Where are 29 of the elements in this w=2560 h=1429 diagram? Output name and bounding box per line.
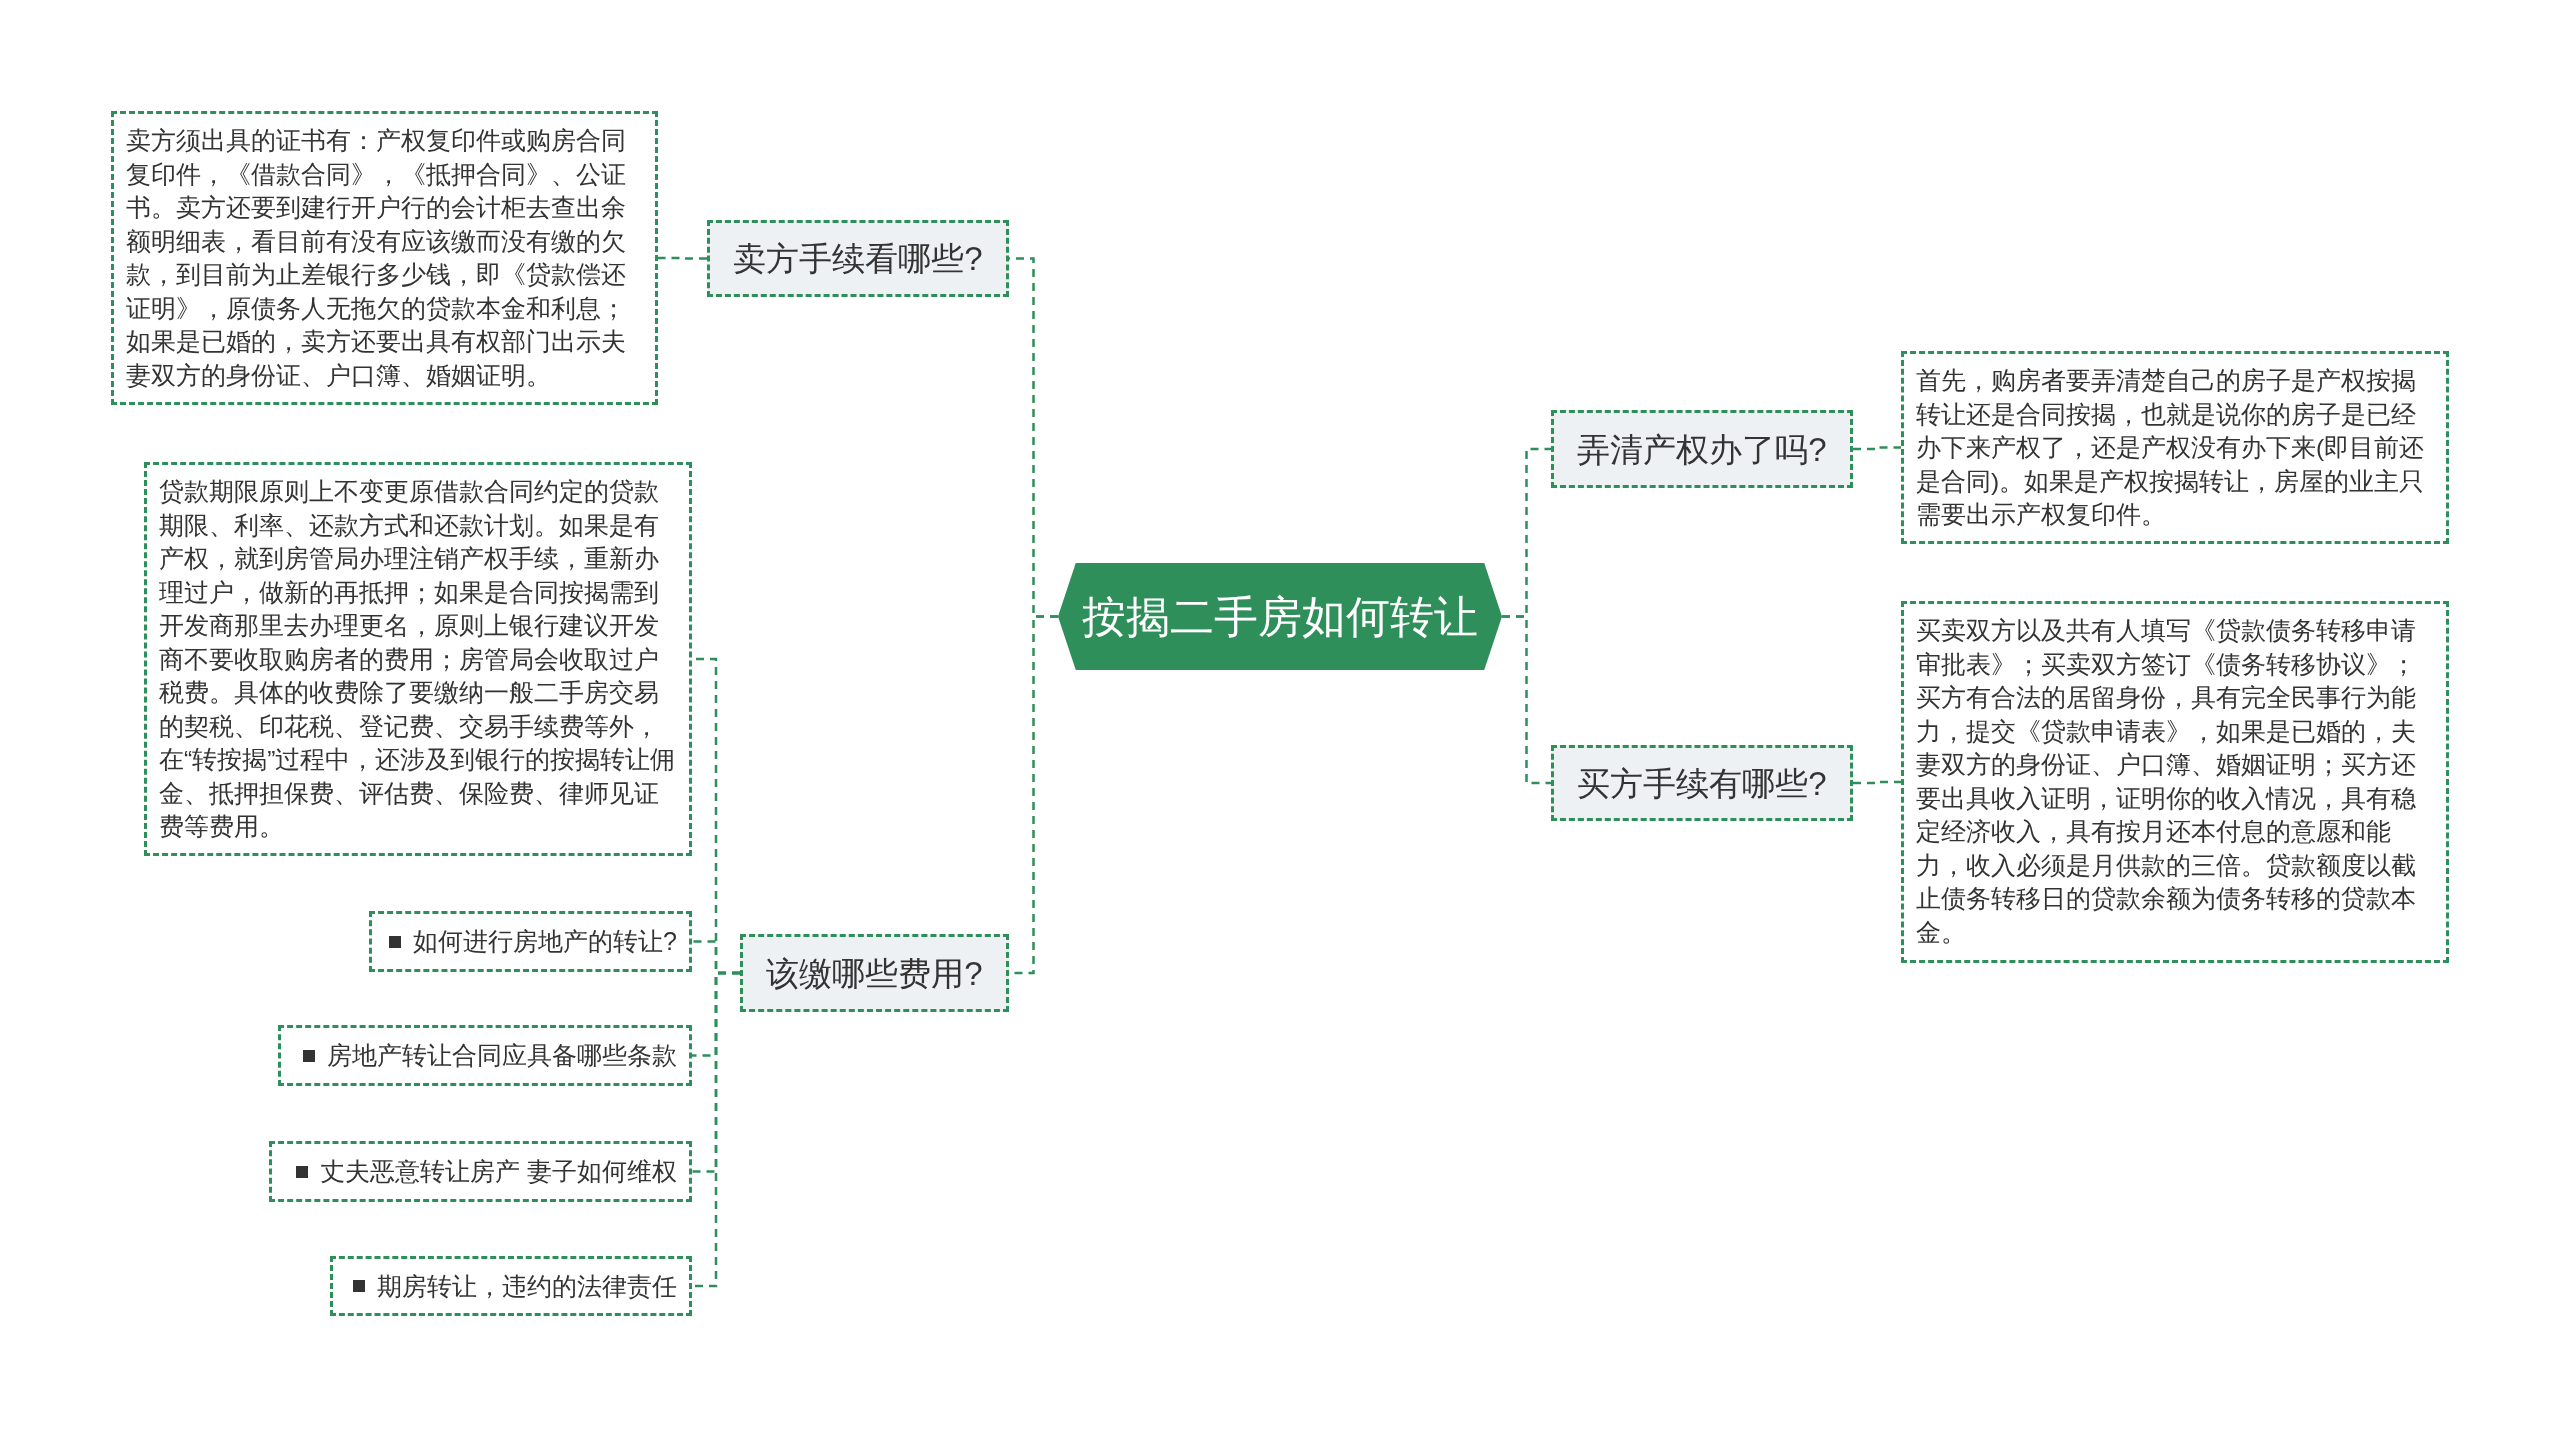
connector-line [658, 256, 707, 260]
note-text: 首先，购房者要弄清楚自己的房子是产权按揭转让还是合同按揭，也就是说你的房子是已经办下来产权了，还是产权没有办下来(即目前还是合同)。如果是产权按揭转让，房屋的业主只需要出示产权复印件。 [1916, 367, 2425, 528]
topic-label: 期房转让，违约的法律责任 [377, 1273, 677, 1299]
subtopic-box [369, 911, 692, 972]
connector-line [1502, 615, 1551, 785]
topic-label: 如何进行房地产的转让? [413, 929, 677, 954]
topic-label: 该缴哪些费用? [766, 956, 983, 990]
connector-line [1853, 780, 1901, 785]
note-text: 卖方须出具的证书有：产权复印件或购房合同复印件，《借款合同》，《抵押合同》、公证书。卖方还要到建行开户行的会计柜去查出余额明细表，看目前有没有应该缴而没有缴的欠款，到目前为止差银行多少钱，即《贷款偿还证明》，原债务人无拖欠的贷款本金和利息；如果是已婚的，卖方还要出具有权部门出示夫妻双方的身份证、户口簿、婚姻证明。 [126, 127, 626, 389]
topic-box [740, 934, 1009, 1012]
note-box [111, 111, 658, 405]
note-box [1901, 351, 2449, 544]
root-topic: 按揭二手房如何转让 [1058, 563, 1502, 670]
subtopic-box [269, 1141, 692, 1202]
topic-label: 弄清产权办了吗? [1577, 432, 1827, 466]
topic-label: 买方手续有哪些? [1577, 766, 1827, 800]
connector-line [692, 971, 740, 1288]
connector-line [1853, 446, 1901, 451]
topic-label: 卖方手续看哪些? [733, 242, 983, 275]
note-box [1901, 601, 2449, 963]
subtopic-box [330, 1256, 692, 1316]
topic-label: 房地产转让合同应具备哪些条款 [327, 1043, 677, 1068]
topic-box [707, 220, 1009, 297]
topic-box [1551, 410, 1853, 488]
note-text: 贷款期限原则上不变更原借款合同约定的贷款期限、利率、还款方式和还款计划。如果是有产权，就到房管局办理注销产权手续，重新办理过户，做新的再抵押；如果是合同按揭需到开发商那里去办理更名，原则上银行建议开发商不要收取购房者的费用；房管局会收取过户税费。具体的收费除了要缴纳一般二手房交易的契税、印花税、登记费、交易手续费等外，在“转按揭”过程中，还涉及到银行的按揭转让佣金、抵押担保费、评估费、保险费、律师见证费等费用。 [159, 478, 676, 840]
note-text: 买卖双方以及共有人填写《贷款债务转移申请审批表》；买卖双方签订《债务转移协议》；买方有合法的居留身份，具有完全民事行为能力，提交《贷款申请表》，如果是已婚的，夫妻双方的身份证、户口簿、婚姻证明；买方还要出具收入证明，证明你的收入情况，具有稳定经济收入，具有按月还本付息的意愿和能力，收入必须是月供款的三倍。贷款额度以截止债务转移日的贷款余额为债务转移的贷款本金。 [1916, 617, 2416, 946]
topic-box [1551, 745, 1853, 821]
topic-label: 丈夫恶意转让房产 妻子如何维权 [320, 1159, 677, 1184]
subtopic-box [278, 1025, 692, 1086]
